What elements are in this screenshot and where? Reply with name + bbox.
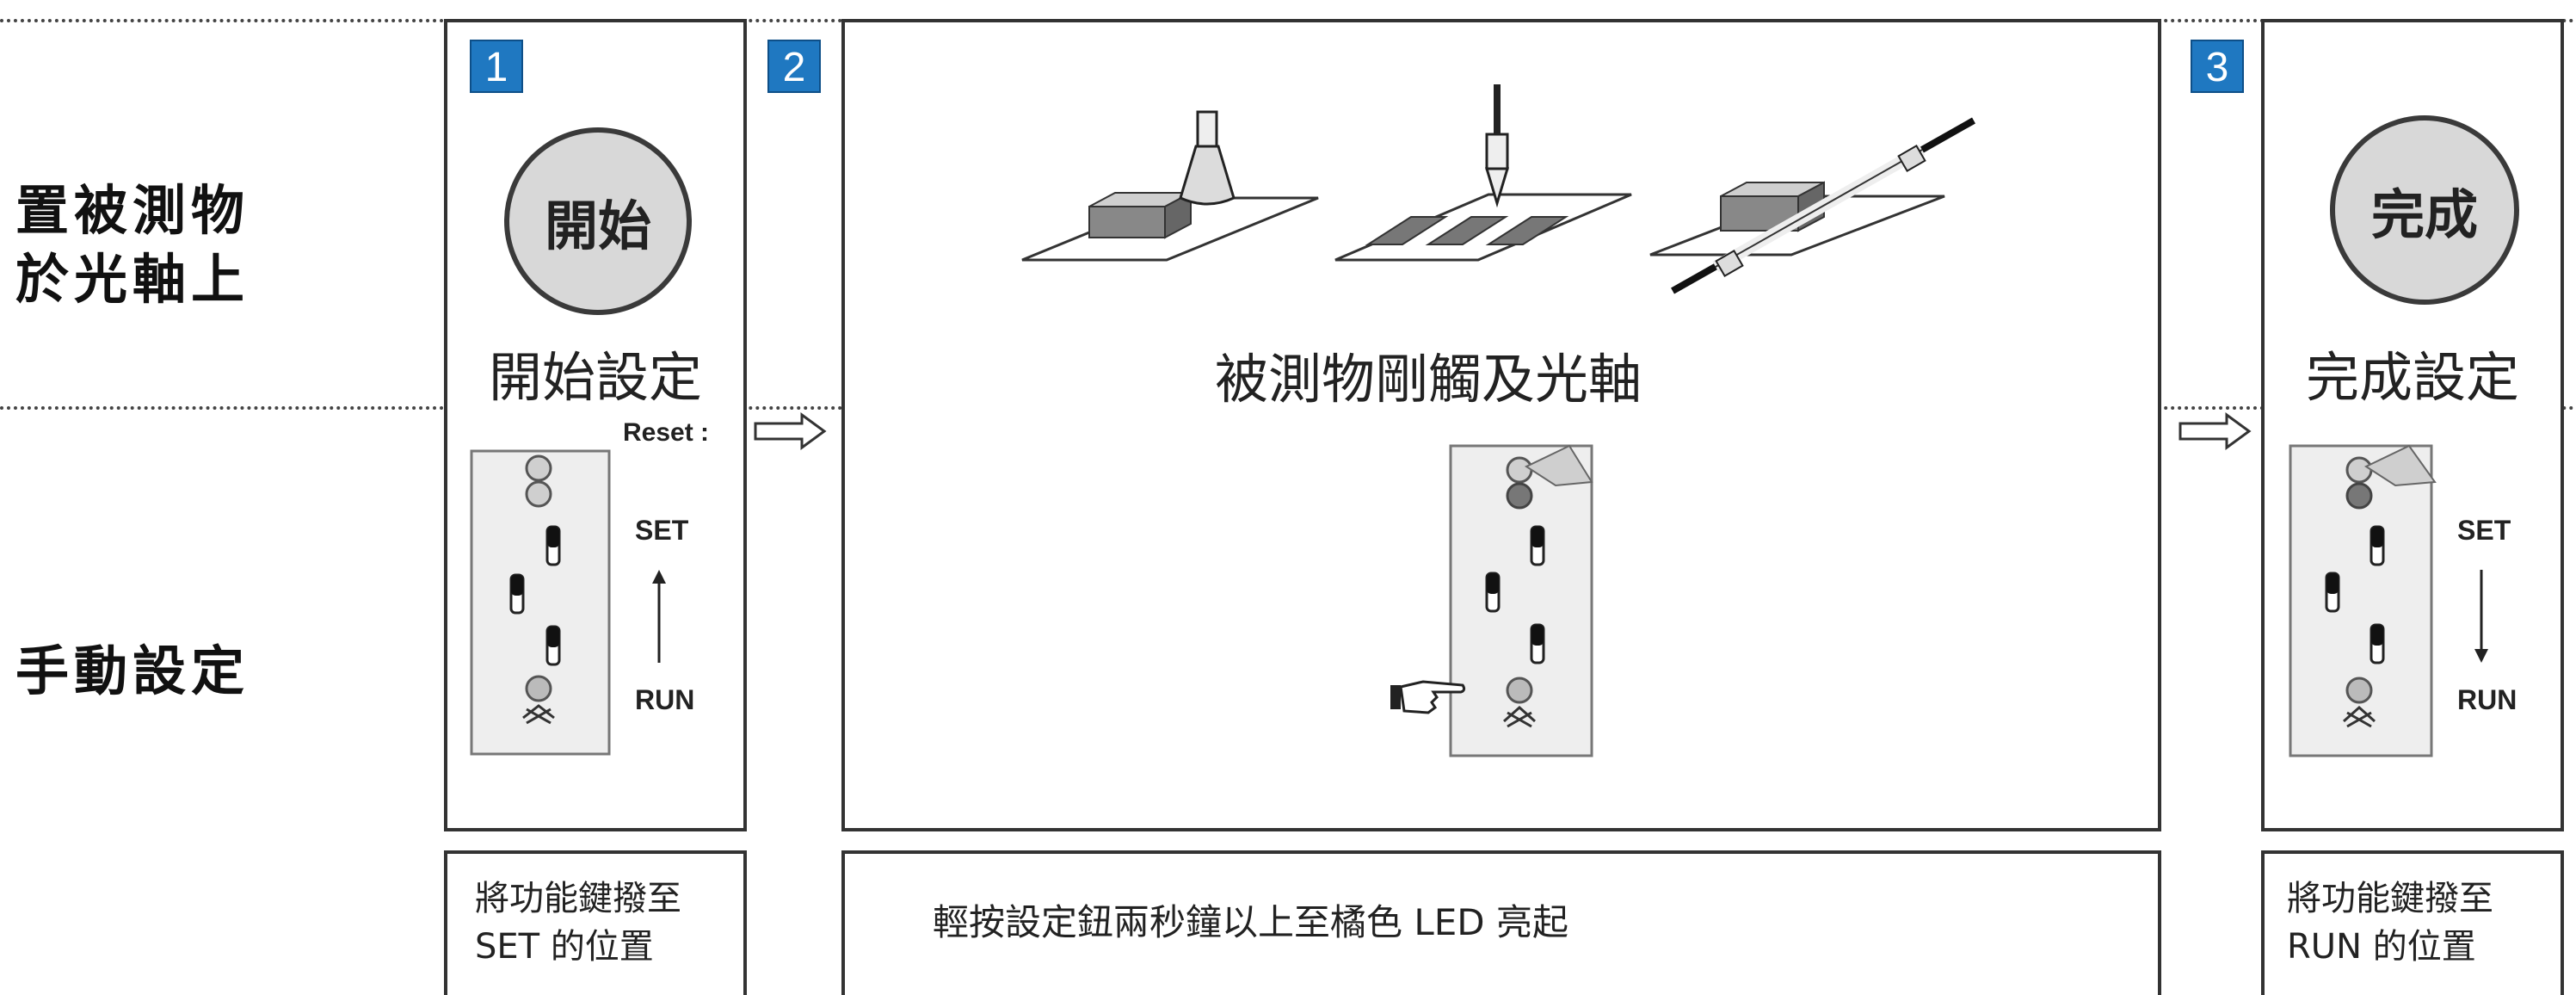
row-label-top-line2: 於光軸上 [15, 248, 250, 311]
start-circle: 開始 [504, 127, 692, 315]
arrow-right-icon [2179, 412, 2252, 450]
step3-badge: 3 [2191, 40, 2244, 93]
step1-sensor-panel-icon [470, 449, 611, 756]
step1-set-label: SET [635, 515, 689, 546]
arrow-up-icon [652, 570, 666, 663]
step1-note-box [444, 850, 747, 995]
step2-caption: 被測物剛觸及光軸 [1214, 348, 1642, 411]
step2-sensor-panel-icon [1449, 444, 1593, 757]
arrow-right-icon [754, 412, 827, 450]
probe-illustration [1334, 84, 1632, 262]
step2-note: 輕按設定鈕兩秒鐘以上至橘色 LED 亮起 [933, 901, 1568, 943]
step2-note-box [841, 850, 2161, 995]
hand-pointer-icon [1390, 680, 1466, 714]
row-label-bottom: 手動設定 [15, 640, 250, 702]
step1-caption: 開始設定 [488, 346, 702, 409]
step1-badge: 1 [470, 40, 523, 93]
done-circle: 完成 [2330, 115, 2519, 305]
step3-caption: 完成設定 [2305, 346, 2519, 409]
row-label-top: 置被測物 於光軸上 [15, 176, 250, 314]
step3-set-label: SET [2457, 515, 2511, 546]
reset-label: Reset : [623, 418, 710, 447]
through-beam-illustration [1649, 117, 1975, 294]
step3-note: 將功能鍵撥至 RUN 的位置 [2287, 874, 2493, 971]
row-label-top-line1: 置被測物 [15, 179, 250, 242]
reflective-beam-illustration [1021, 110, 1319, 262]
arrow-down-icon [2474, 570, 2488, 663]
step1-note-line2: SET 的位置 [475, 927, 654, 967]
step3-note-line2: RUN 的位置 [2287, 927, 2476, 967]
step3-note-line1: 將功能鍵撥至 [2287, 879, 2493, 918]
step1-note-line1: 將功能鍵撥至 [475, 879, 681, 918]
step1-note: 將功能鍵撥至 SET 的位置 [475, 874, 681, 971]
step3-sensor-panel-icon [2289, 444, 2437, 757]
step3-run-label: RUN [2457, 684, 2517, 715]
step2-badge: 2 [767, 40, 821, 93]
step3-note-box [2261, 850, 2564, 995]
step1-run-label: RUN [635, 684, 695, 715]
